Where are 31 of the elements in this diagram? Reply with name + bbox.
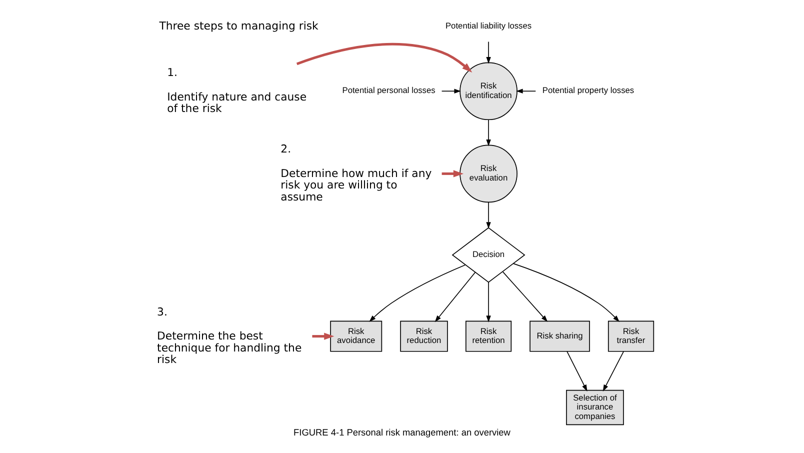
node-text: 2. Determine how much if any risk you are willing to assume — [280, 142, 432, 204]
arrow — [502, 272, 548, 322]
node-box: Risk reduction — [400, 320, 448, 352]
node-text: 3. Determine the best technique for handling the risk — [157, 305, 302, 366]
label: Three steps to managing risk — [159, 19, 318, 32]
node-box: Risk transfer — [608, 320, 654, 352]
arrow — [442, 170, 464, 178]
arrow — [441, 88, 461, 94]
node-text: Potential liability losses — [445, 20, 532, 31]
arrow — [434, 272, 476, 322]
arrow — [486, 41, 491, 64]
arrow — [566, 351, 588, 392]
node-diamond: Decision — [452, 227, 526, 283]
arrow — [312, 332, 334, 340]
node-text: 1. Identify nature and cause of the risk — [167, 66, 307, 116]
arrow — [486, 282, 491, 322]
node-circle: Risk evaluation — [460, 144, 518, 203]
arrow — [369, 264, 466, 322]
arrow — [486, 202, 491, 229]
node-box: Risk retention — [465, 320, 512, 352]
arrow — [602, 351, 624, 392]
arrow — [513, 263, 620, 322]
arrow — [486, 119, 491, 146]
node-box: Risk sharing — [530, 320, 590, 352]
arrow — [516, 88, 536, 94]
node-text: Potential personal losses — [342, 85, 436, 96]
arrow — [296, 42, 472, 72]
node-box: Risk avoidance — [330, 320, 382, 352]
caption: FIGURE 4-1 Personal risk management: an overview — [294, 427, 510, 438]
node-text: Potential property losses — [542, 85, 634, 96]
node-box: Selection of insurance companies — [566, 390, 624, 426]
